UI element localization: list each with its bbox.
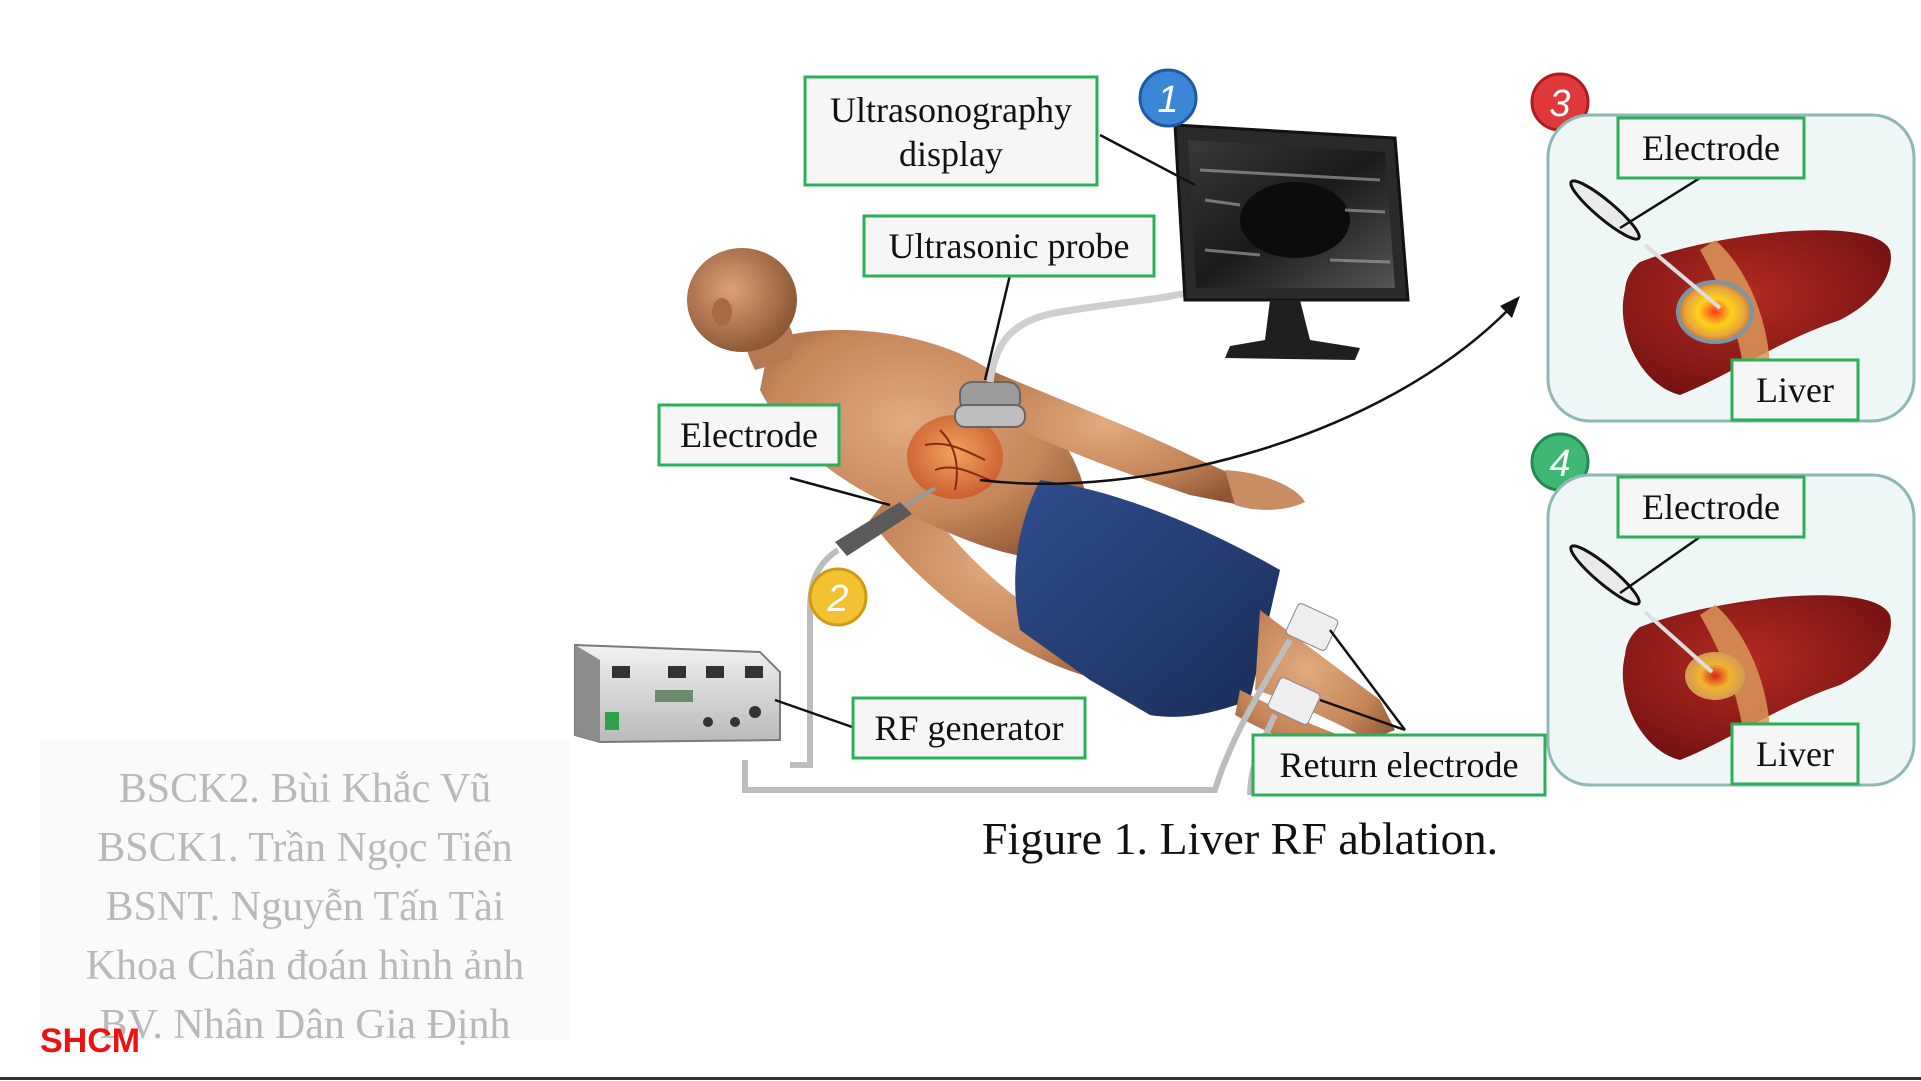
label-ultrasonic-probe: Ultrasonic probe <box>864 216 1154 276</box>
author-line-1: BSCK2. Bùi Khắc Vũ <box>40 760 570 819</box>
step-badge-1-number: 1 <box>1157 79 1178 121</box>
monitor-stand <box>1225 300 1360 360</box>
label-ultrasonography: Ultrasonography display <box>805 77 1097 185</box>
org-tag: SHCM <box>40 1022 140 1061</box>
monitor-echo-lesion <box>1240 182 1350 258</box>
label-return-electrode-text: Return electrode <box>1280 745 1519 785</box>
label-return-electrode: Return electrode <box>1253 735 1545 795</box>
patient-head <box>687 248 797 352</box>
inset-3-ablation-zone <box>1678 282 1752 342</box>
step-badge-2-number: 2 <box>826 578 848 620</box>
step-badge-2: 2 <box>810 569 866 625</box>
leader-probe <box>985 275 1010 380</box>
label-ultrasonography-line1: Ultrasonography <box>830 90 1072 130</box>
generator-knob-4 <box>745 666 763 678</box>
generator-display <box>655 690 693 702</box>
author-line-4: Khoa Chẩn đoán hình ảnh <box>40 937 570 996</box>
inset-3-liver-label: Liver <box>1756 370 1834 410</box>
inset-panel-3: Electrode Liver <box>1548 115 1914 421</box>
inset-4-ablation-zone <box>1685 652 1745 700</box>
generator-port-1 <box>703 717 713 727</box>
generator-knob-2 <box>668 666 686 678</box>
ultrasound-monitor <box>1175 125 1408 360</box>
label-electrode-main-text: Electrode <box>680 415 818 455</box>
label-rf-generator-text: RF generator <box>875 708 1064 748</box>
inset-4-electrode-label: Electrode <box>1642 487 1780 527</box>
patient-shorts <box>1015 480 1280 717</box>
author-watermark: BSCK2. Bùi Khắc Vũ BSCK1. Trần Ngọc Tiến… <box>40 740 570 1040</box>
patient-upper-hand <box>1225 470 1305 510</box>
step-badge-3-number: 3 <box>1549 83 1570 125</box>
figure-caption: Figure 1. Liver RF ablation. <box>940 812 1540 865</box>
step-badge-4-number: 4 <box>1549 443 1570 485</box>
author-line-2: BSCK1. Trần Ngọc Tiến <box>40 819 570 878</box>
leader-rf-generator <box>775 700 855 728</box>
bottom-divider <box>0 1077 1921 1080</box>
inset-3-electrode-label: Electrode <box>1642 128 1780 168</box>
generator-knob-3 <box>706 666 724 678</box>
probe-head <box>955 405 1025 427</box>
label-rf-generator: RF generator <box>853 698 1085 758</box>
inset-4-liver-label: Liver <box>1756 734 1834 774</box>
generator-port-2 <box>730 717 740 727</box>
label-electrode-main: Electrode <box>659 405 839 465</box>
generator-power <box>605 712 619 730</box>
probe-cable <box>990 290 1200 382</box>
rf-generator-device <box>575 645 780 742</box>
generator-port-3 <box>749 706 761 718</box>
author-line-3: BSNT. Nguyễn Tấn Tài <box>40 878 570 937</box>
generator-side <box>575 645 600 742</box>
label-ultrasonic-probe-text: Ultrasonic probe <box>889 226 1130 266</box>
step-badge-1: 1 <box>1140 70 1196 126</box>
patient-ear <box>712 298 732 326</box>
generator-knob-1 <box>612 666 630 678</box>
label-ultrasonography-line2: display <box>899 134 1003 174</box>
inset-panel-4: Electrode Liver <box>1548 475 1914 785</box>
